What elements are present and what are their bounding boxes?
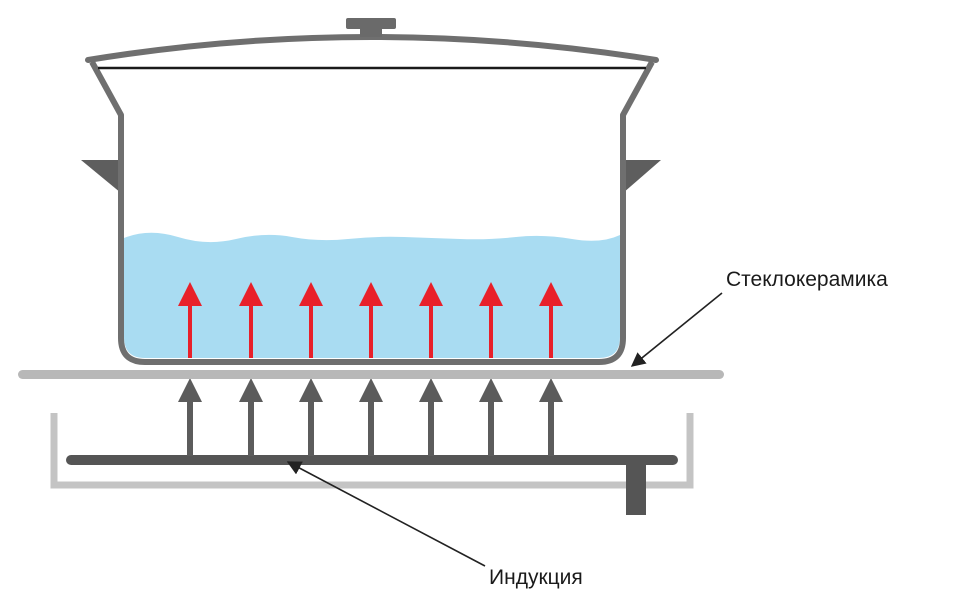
pot-handle-right	[623, 160, 661, 193]
housing-frame	[50, 413, 694, 489]
field-arrow-up-icon	[359, 378, 383, 456]
pot-lid	[85, 34, 659, 63]
heat-arrow-up-icon	[479, 282, 503, 358]
field-arrows	[178, 378, 563, 456]
field-arrow-up-icon	[299, 378, 323, 456]
leader-induction	[286, 461, 486, 567]
glass-ceramic-plate	[18, 370, 724, 379]
field-arrow-up-icon	[239, 378, 263, 456]
field-arrow-up-icon	[419, 378, 443, 456]
induction-coil	[66, 455, 678, 465]
heat-arrow-up-icon	[419, 282, 443, 358]
heat-arrow-up-icon	[539, 282, 563, 358]
label-glass-ceramic: Стеклокерамика	[726, 268, 888, 291]
leader-glass-ceramic	[630, 292, 723, 367]
heat-arrows	[178, 282, 563, 358]
lid-knob	[346, 18, 396, 29]
heat-arrow-up-icon	[239, 282, 263, 358]
heat-arrow-up-icon	[359, 282, 383, 358]
lid-knob-stem	[360, 28, 382, 37]
field-arrow-up-icon	[539, 378, 563, 456]
pot-body	[89, 60, 655, 365]
field-arrow-up-icon	[178, 378, 202, 456]
heat-arrow-up-icon	[299, 282, 323, 358]
field-arrow-up-icon	[479, 378, 503, 456]
pot-handle-left	[81, 160, 121, 193]
label-induction: Индукция	[489, 566, 583, 589]
heat-arrow-up-icon	[178, 282, 202, 358]
coil-connector	[626, 465, 646, 515]
